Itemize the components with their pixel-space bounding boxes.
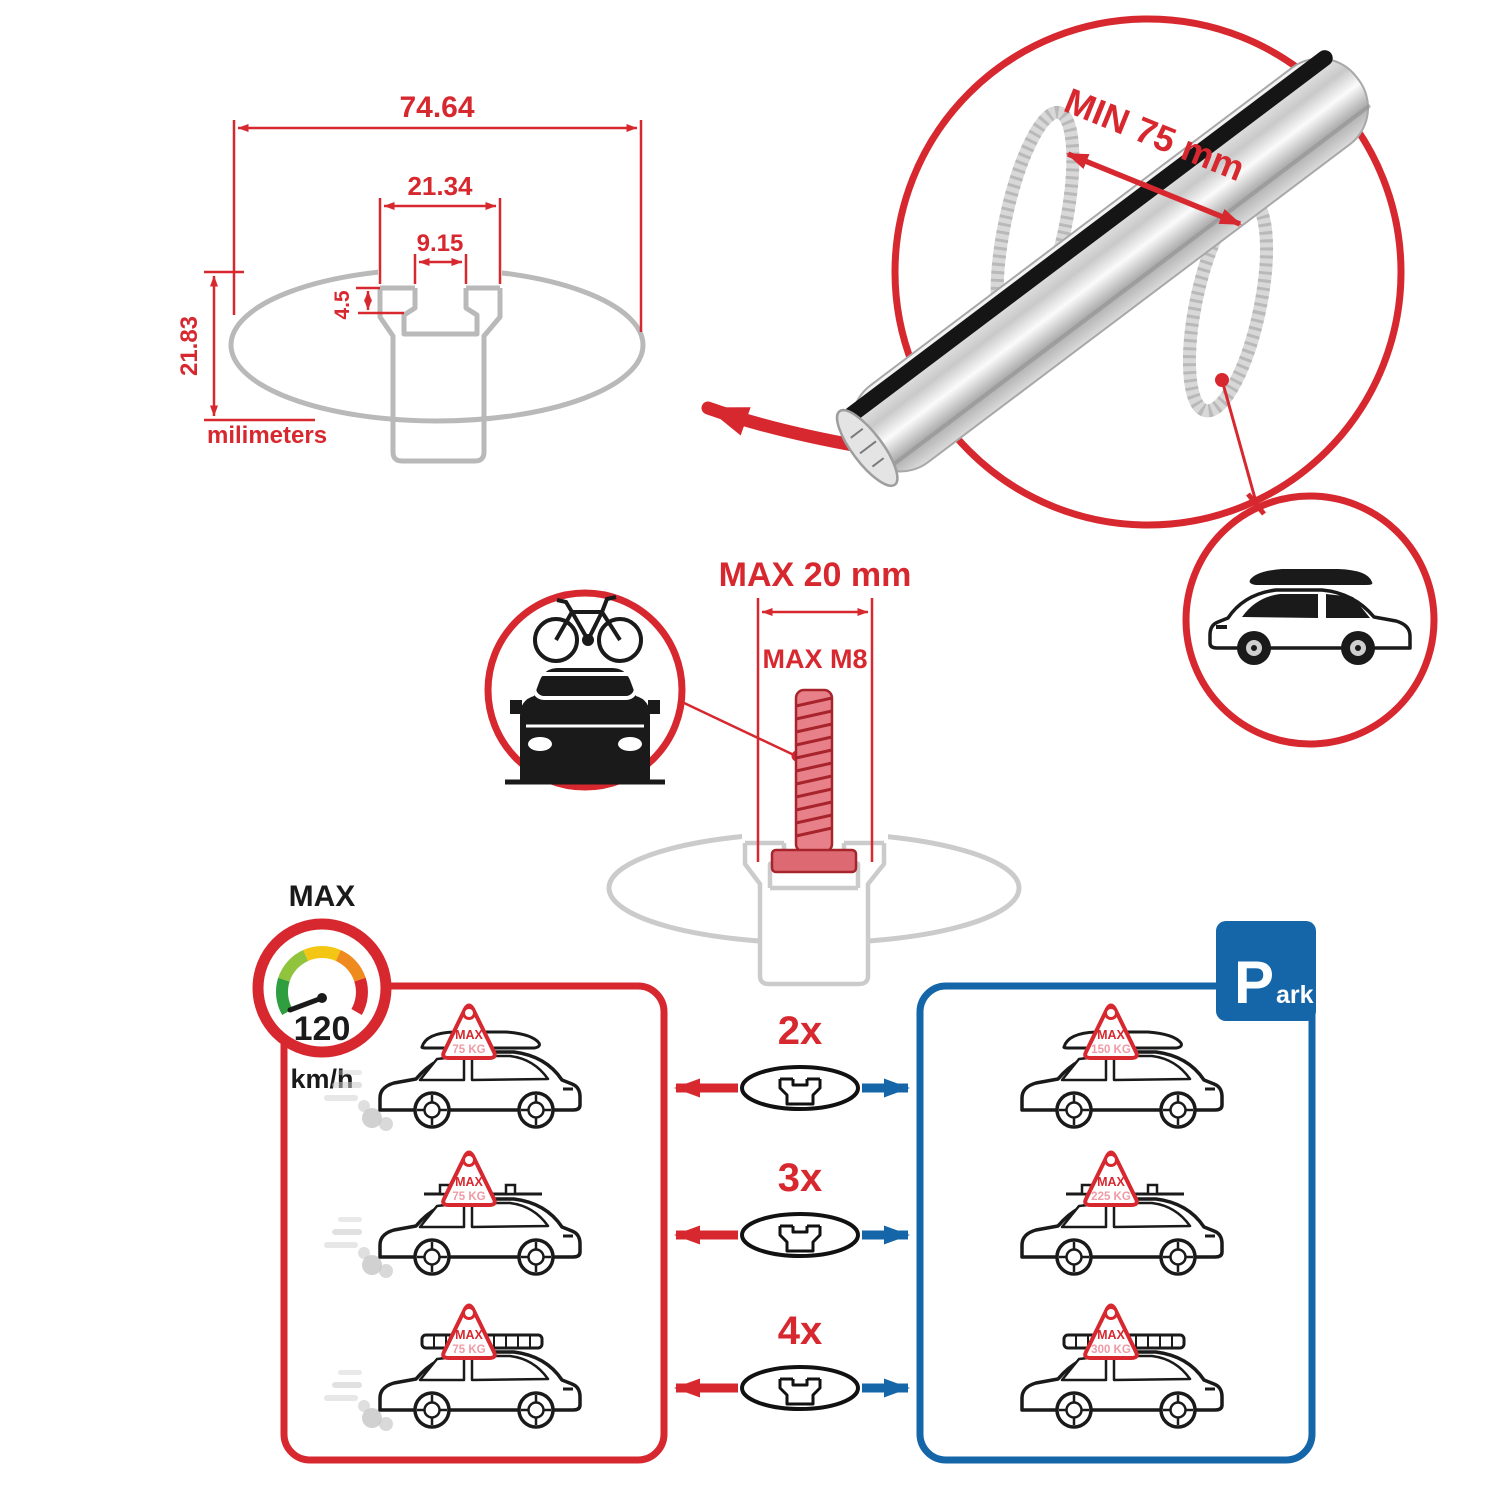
technical-drawing: 74.64 21.34 9.15 4.5 21.83 milimeters [176, 91, 646, 464]
bar-profile-ellipse [228, 266, 646, 424]
load-sign-driving-2: MAX 75 KG [441, 1150, 497, 1207]
dim-slot-width-label: 9.15 [417, 230, 464, 257]
bicycle-icon [533, 595, 643, 663]
speedometer-gauge [276, 946, 368, 1016]
dim-total-width-label: 74.64 [399, 91, 474, 124]
crossbar-section-icon [740, 1365, 860, 1411]
bolt-leader-line [681, 700, 795, 757]
sign-weight: 150 KG [1091, 1044, 1131, 1056]
dimension-total-height: 21.83 [176, 270, 315, 422]
units-label: milimeters [207, 422, 327, 449]
suv-roofbox-detail [1182, 492, 1438, 748]
sign-weight: 75 KG [452, 1344, 485, 1356]
sign-title: MAX [455, 1028, 483, 1042]
sign-title: MAX [455, 1175, 483, 1189]
dim-total-height-label: 21.83 [176, 316, 203, 376]
quantity-label: 3x [778, 1156, 823, 1200]
speedometer-needle [287, 995, 325, 1013]
quantity-label: 4x [778, 1309, 823, 1353]
speedometer-dial [252, 918, 392, 1058]
rubber-strip [843, 50, 1333, 423]
circle-connector-line [1246, 492, 1266, 516]
sign-title: MAX [1097, 1175, 1125, 1189]
bolt-section: MAX 20 mm MAX M8 [484, 556, 1022, 987]
bolt-max-length-label: MAX 20 mm [719, 556, 912, 594]
quantity-row-3: 4x [674, 1309, 910, 1411]
dimension-bolt: MAX 20 mm MAX M8 [719, 556, 912, 862]
dimension-channel-width: 21.34 [378, 171, 502, 284]
dimension-slot-width: 9.15 [413, 230, 468, 284]
t-bolt-head [770, 848, 858, 874]
min-spacing-arrow [1066, 151, 1242, 227]
sign-weight: 75 KG [452, 1044, 485, 1056]
load-sign-driving-3: MAX 75 KG [441, 1303, 497, 1360]
quantity-label: 2x [778, 1009, 823, 1053]
callout-line [1220, 379, 1258, 503]
bolt-max-thread-label: MAX M8 [762, 644, 867, 674]
speed-units: km/h [290, 1064, 353, 1094]
profile-channel-outer [377, 288, 503, 464]
quantity-row-2: 3x [674, 1156, 910, 1258]
park-sign: P ark [1216, 921, 1316, 1021]
park-sign-p: P [1234, 949, 1274, 1016]
profile-t-slot [401, 288, 480, 337]
load-sign-driving-1: MAX 75 KG [441, 1003, 497, 1060]
speedometer: MAX 120 km/h [252, 880, 392, 1094]
bike-car-detail [484, 589, 686, 791]
dim-channel-width-label: 21.34 [407, 171, 473, 201]
t-bolt [770, 688, 858, 874]
sign-title: MAX [1097, 1028, 1125, 1042]
car-front-icon [510, 668, 660, 780]
load-sign-parked-2: MAX 225 KG [1083, 1150, 1139, 1207]
load-sign-parked-3: MAX 300 KG [1083, 1303, 1139, 1360]
bar-render-detail: MIN 75 mm [835, 15, 1405, 529]
sign-title: MAX [455, 1328, 483, 1342]
pointer-arrow-to-profile [701, 401, 865, 453]
park-sign-ark: ark [1276, 981, 1314, 1009]
speed-max-label: MAX [289, 880, 356, 913]
quantity-row-1: 2x [674, 1009, 910, 1111]
crossbar-section-icon [740, 1212, 860, 1258]
speed-value: 120 [294, 1010, 351, 1048]
dimension-total-width: 74.64 [232, 91, 643, 332]
dim-slot-depth-label: 4.5 [331, 290, 354, 320]
sign-weight: 75 KG [452, 1191, 485, 1203]
sign-weight: 225 KG [1091, 1191, 1131, 1203]
sign-weight: 300 KG [1091, 1344, 1131, 1356]
load-sign-parked-1: MAX 150 KG [1083, 1003, 1139, 1060]
dimension-slot-depth: 4.5 [331, 286, 404, 320]
crossbar-section-icon [740, 1065, 860, 1111]
sign-title: MAX [1097, 1328, 1125, 1342]
